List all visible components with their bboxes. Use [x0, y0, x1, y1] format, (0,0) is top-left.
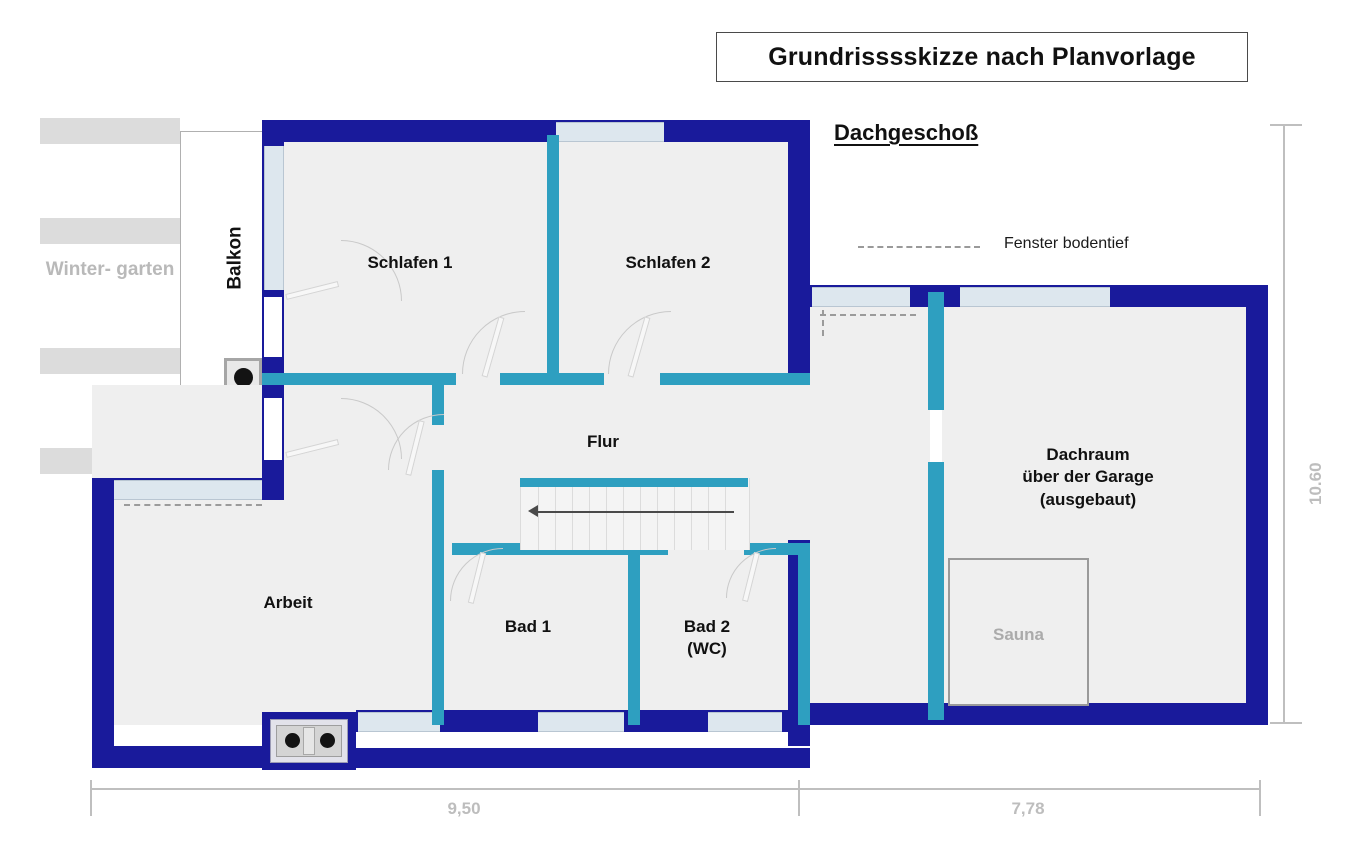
- floor-level-label: Dachgeschoß: [834, 120, 979, 145]
- legend: Fenster bodentief: [858, 235, 1178, 261]
- window-left-1: [264, 146, 284, 290]
- door-opening-dachraum: [930, 410, 942, 462]
- plan-title-box: Grundrisssskizze nach Planvorlage: [716, 32, 1248, 82]
- interior-wall-schlafen1-south: [262, 373, 456, 385]
- door-opening-left-2: [264, 398, 282, 460]
- dimension-tick: [1259, 780, 1261, 816]
- floor-window-marker-3: [820, 314, 916, 316]
- dimension-tick: [798, 780, 800, 816]
- wall-offset-fill: [356, 732, 810, 748]
- plan-title: Grundrisssskizze nach Planvorlage: [768, 42, 1196, 71]
- dimension-bottom-left: 9,50: [447, 799, 481, 818]
- chimney-flue-icon: [234, 368, 253, 387]
- dormer-divider: [303, 727, 315, 755]
- window-top-1: [556, 122, 664, 142]
- wintergarten-band: [40, 348, 180, 374]
- dimension-line-bottom: [90, 788, 1260, 790]
- interior-wall-dachraum-1: [928, 292, 944, 410]
- interior-wall-bad2-east: [798, 543, 810, 725]
- interior-wall-arbeit-2: [432, 470, 444, 725]
- dimension-right-vertical: 10.60: [1306, 462, 1325, 505]
- room-fill-lower-left: [92, 385, 810, 725]
- dimension-line-right: [1283, 124, 1285, 722]
- window-right-top-2: [960, 287, 1110, 307]
- room-label-bad-2: Bad 2 (WC): [683, 617, 731, 659]
- wintergarten-band: [40, 218, 180, 244]
- door-opening-left-1: [264, 297, 282, 357]
- dimension-tick: [1270, 124, 1302, 126]
- wintergarten-band: [40, 118, 180, 144]
- dormer-circle-icon: [285, 733, 300, 748]
- room-label-arbeit: Arbeit: [263, 593, 313, 612]
- dimension-bottom-right: 7,78: [1011, 799, 1045, 818]
- staircase-arrow-head-icon: [528, 505, 538, 517]
- legend-dashed-line-icon: [858, 246, 980, 248]
- interior-wall-bad-divider: [628, 543, 640, 725]
- wintergarten-label: Winter- garten: [45, 259, 175, 280]
- staircase-direction-arrow: [534, 511, 734, 513]
- dimension-tick: [1270, 722, 1302, 724]
- sauna-box: [948, 558, 1089, 706]
- exterior-wall-bottom-left: [92, 746, 810, 768]
- interior-wall-schlafen-divider: [547, 135, 559, 385]
- window-bottom-2: [538, 712, 624, 732]
- interior-wall-corridor-north-1: [500, 373, 604, 385]
- room-label-bad-1: Bad 1: [504, 617, 552, 636]
- balkon-label: Balkon: [224, 226, 246, 290]
- window-bottom-3: [708, 712, 782, 732]
- interior-wall-corridor-north-2: [660, 373, 810, 385]
- staircase-rail-top: [520, 478, 748, 487]
- floor-window-marker-1: [124, 504, 262, 506]
- window-lower-left-top: [114, 480, 262, 500]
- exterior-wall-top: [262, 120, 810, 142]
- window-bottom-1: [358, 712, 440, 732]
- exterior-wall-right-upper: [788, 120, 810, 385]
- sauna-label: Sauna: [992, 625, 1045, 644]
- floor-window-marker-2: [822, 310, 824, 336]
- exterior-wall-bottom-right: [810, 703, 1268, 725]
- dormer-circle-icon: [320, 733, 335, 748]
- exterior-wall-left-lower: [92, 478, 114, 768]
- window-right-top-1: [812, 287, 910, 307]
- interior-wall-dachraum-2: [928, 462, 944, 720]
- room-label-dachraum: Dachraum über der Garage (ausgebaut): [1022, 445, 1154, 509]
- dimension-tick: [90, 780, 92, 816]
- room-label-schlafen-2: Schlafen 2: [625, 253, 711, 272]
- legend-label: Fenster bodentief: [1004, 235, 1129, 252]
- room-label-flur: Flur: [586, 432, 620, 451]
- exterior-wall-right-edge: [1246, 285, 1268, 725]
- room-label-schlafen-1: Schlafen 1: [367, 253, 453, 272]
- staircase: [520, 478, 750, 550]
